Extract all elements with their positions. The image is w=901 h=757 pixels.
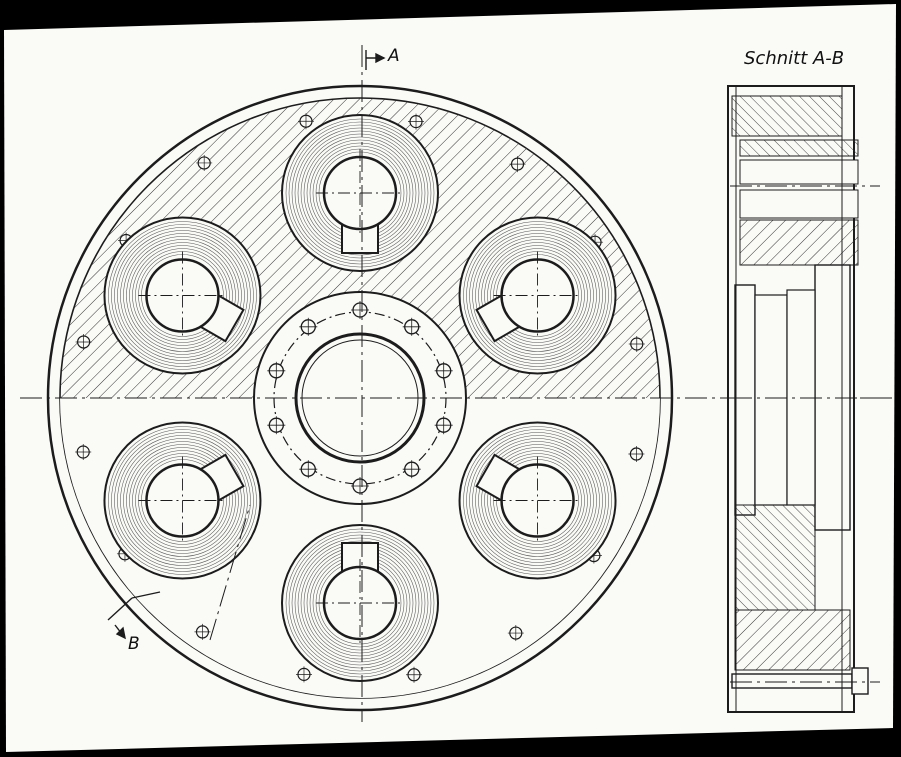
cut-label-a: A xyxy=(388,46,400,66)
spring-cup xyxy=(103,421,262,580)
spring-cup xyxy=(281,114,439,272)
spring-cup xyxy=(281,524,439,682)
spring-cup xyxy=(458,216,617,375)
section-title: Schnitt A-B xyxy=(744,48,845,69)
spring-cups xyxy=(103,114,617,682)
spring-cup xyxy=(458,421,617,580)
cut-marker-b xyxy=(107,591,161,640)
front-view xyxy=(20,45,880,722)
cut-label-b: B xyxy=(128,634,140,654)
hub-bolt-holes xyxy=(267,301,453,495)
spring-cup xyxy=(103,216,262,375)
section-view xyxy=(727,85,895,713)
cut-marker-a xyxy=(365,50,386,70)
